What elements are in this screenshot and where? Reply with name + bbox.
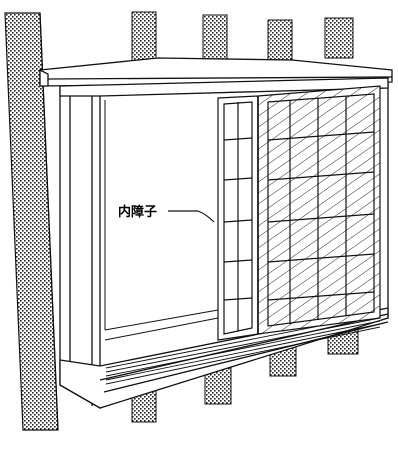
callout-leader xyxy=(168,210,215,223)
window-opening xyxy=(104,100,219,341)
roof xyxy=(39,57,393,87)
glass-sash-panel xyxy=(257,85,381,335)
inner-shoji-panel xyxy=(217,95,259,341)
wall-studs-top xyxy=(131,11,354,68)
callout-label-inner-shoji: 内障子 xyxy=(118,204,157,220)
